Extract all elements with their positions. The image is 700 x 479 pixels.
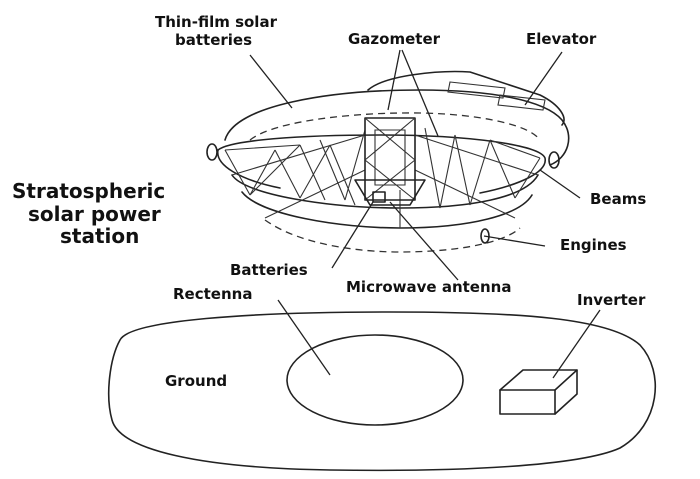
ground-plane bbox=[107, 311, 657, 472]
label-microwave-antenna: Microwave antenna bbox=[346, 278, 511, 296]
leader-lines bbox=[249, 49, 601, 379]
rectenna-shape bbox=[286, 334, 464, 426]
label-thin-film-1: Thin-film solar bbox=[155, 13, 278, 31]
label-inverter: Inverter bbox=[577, 291, 646, 309]
inverter-box bbox=[499, 369, 578, 415]
label-engines: Engines bbox=[560, 236, 627, 254]
label-elevator: Elevator bbox=[526, 30, 597, 48]
label-rectenna: Rectenna bbox=[173, 285, 252, 303]
title-line-1: Stratospheric bbox=[12, 179, 165, 203]
label-beams: Beams bbox=[590, 190, 646, 208]
title-line-3: station bbox=[60, 224, 139, 248]
label-thin-film-2: batteries bbox=[175, 31, 252, 49]
label-batteries: Batteries bbox=[230, 261, 308, 279]
label-ground: Ground bbox=[165, 372, 227, 390]
label-gazometer: Gazometer bbox=[348, 30, 441, 48]
station-structure bbox=[206, 70, 570, 253]
title-line-2: solar power bbox=[28, 202, 161, 226]
